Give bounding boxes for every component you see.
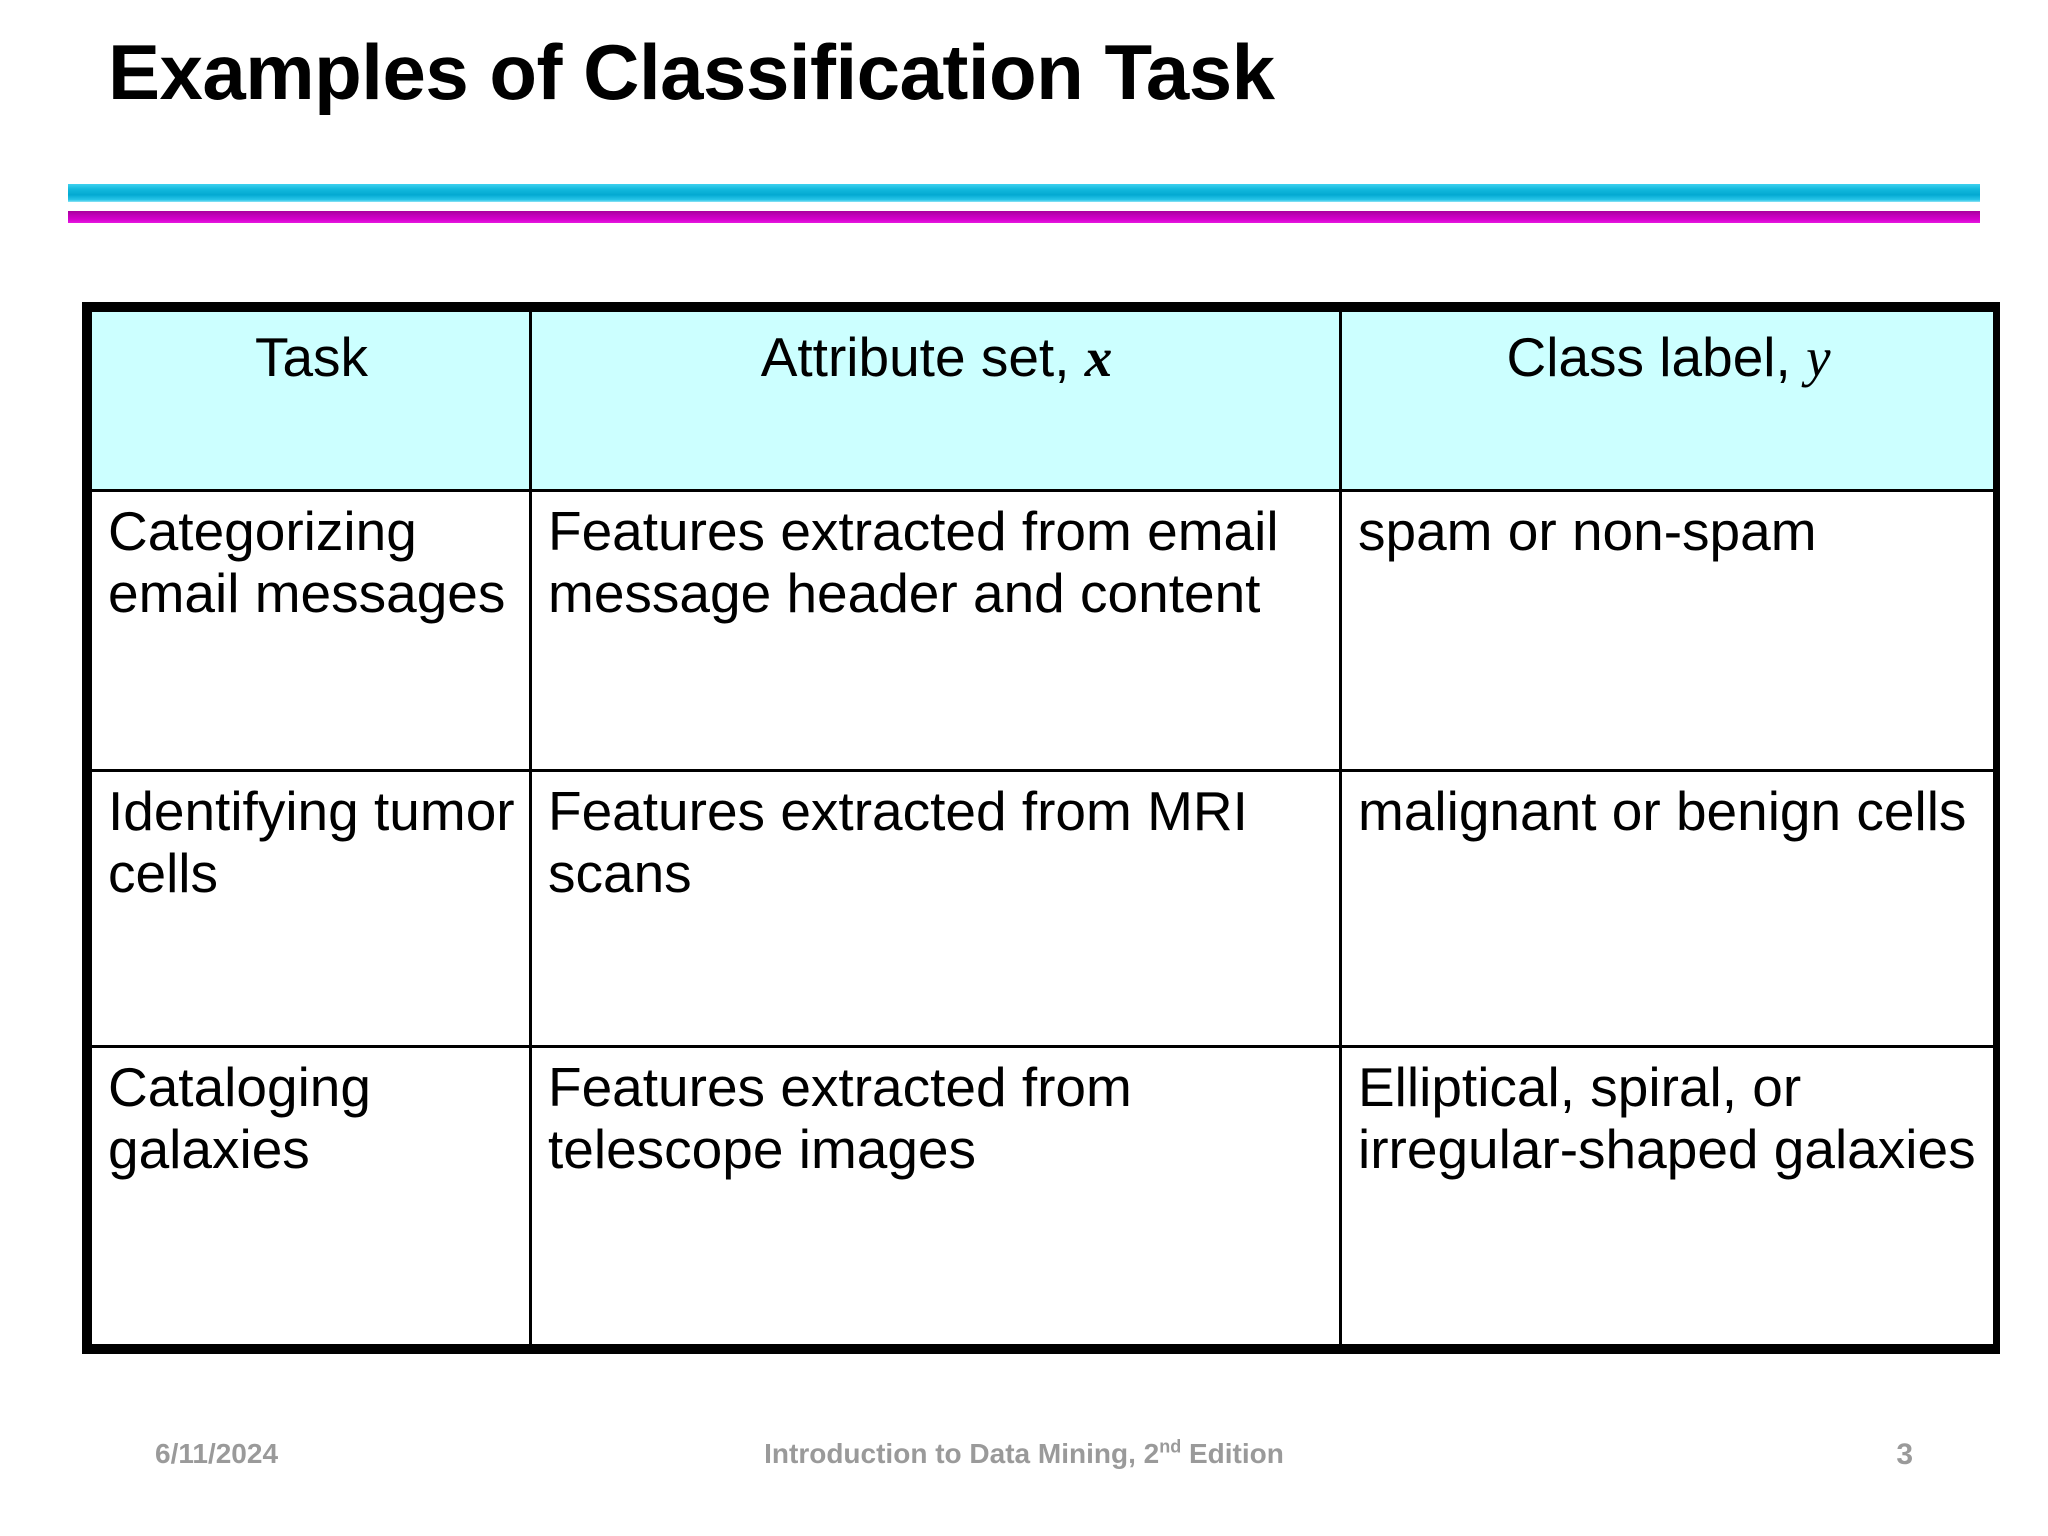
footer-attribution: Introduction to Data Mining, 2nd Edition: [0, 1438, 2048, 1470]
cell-class-label: malignant or benign cells: [1339, 768, 1996, 1049]
attribute-set-variable: x: [1084, 327, 1113, 388]
cell-task: Cataloging galaxies: [89, 1045, 532, 1347]
divider-bar-cyan: [68, 184, 1980, 202]
column-header-attribute-set-label: Attribute set,: [760, 326, 1070, 388]
cell-attribute-set: Features extracted from MRI scans: [529, 768, 1342, 1049]
footer-page-number: 3: [1896, 1438, 1913, 1471]
divider-gap: [68, 202, 1980, 211]
table-row: Identifying tumor cells Features extract…: [89, 768, 1996, 1049]
column-header-attribute-set: Attribute set, x: [529, 309, 1342, 492]
page-title: Examples of Classification Task: [108, 28, 1275, 116]
slide-footer: 6/11/2024 Introduction to Data Mining, 2…: [0, 1438, 2048, 1498]
footer-attribution-after: Edition: [1181, 1438, 1284, 1469]
column-header-task: Task: [89, 309, 532, 492]
divider-bar-magenta: [68, 211, 1980, 223]
table-row: Categorizing email messages Features ext…: [89, 489, 1996, 772]
title-divider: [68, 184, 1980, 223]
table-header-row: Task Attribute set, x Class label, y: [89, 309, 1996, 492]
cell-class-label: Elliptical, spiral, or irregular-shaped …: [1339, 1045, 1996, 1347]
column-header-class-label-label: Class label,: [1506, 326, 1791, 388]
column-header-class-label: Class label, y: [1339, 309, 1996, 492]
cell-class-label: spam or non-spam: [1339, 489, 1996, 772]
class-label-variable: y: [1806, 327, 1831, 388]
cell-attribute-set: Features extracted from telescope images: [529, 1045, 1342, 1347]
cell-task: Identifying tumor cells: [89, 768, 532, 1049]
cell-task: Categorizing email messages: [89, 489, 532, 772]
classification-examples-table: Task Attribute set, x Class label, y Cat…: [82, 302, 2000, 1354]
footer-attribution-ordinal: nd: [1159, 1436, 1182, 1457]
column-header-task-label: Task: [254, 326, 369, 388]
cell-attribute-set: Features extracted from email message he…: [529, 489, 1342, 772]
footer-date: 6/11/2024: [155, 1438, 279, 1469]
table-row: Cataloging galaxies Features extracted f…: [89, 1045, 1996, 1347]
footer-attribution-before: Introduction to Data Mining, 2: [764, 1438, 1160, 1469]
